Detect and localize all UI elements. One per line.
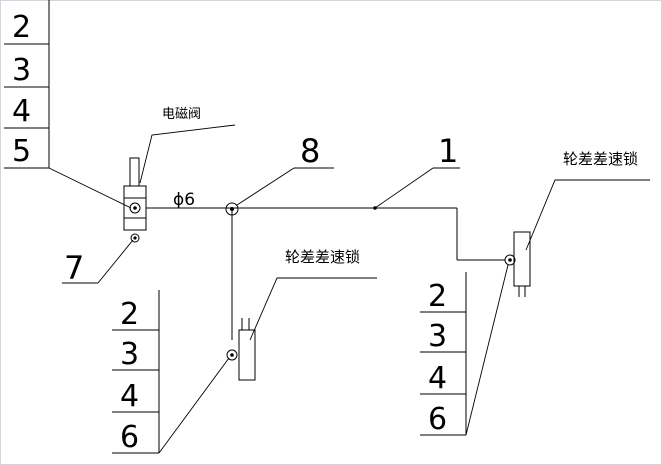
stack-bottom-right-num: 2 <box>428 279 447 314</box>
leader-solenoid-label <box>139 124 236 184</box>
stack-bottom-right-num: 6 <box>428 402 447 437</box>
wheel-lock-middle <box>226 318 256 381</box>
junction-8 <box>225 202 239 216</box>
leader-callout-8 <box>236 167 295 206</box>
wheel-lock-right <box>504 231 531 297</box>
leader-callout-7 <box>97 239 134 284</box>
leader-wheel-lock-middle <box>249 277 377 341</box>
stack-bottom-left-num: 2 <box>120 297 139 332</box>
main-pipe <box>146 207 505 340</box>
stack-bottom-right-num: 3 <box>428 319 447 354</box>
leader-wheel-lock-right <box>525 179 650 251</box>
stack-top-left-num: 3 <box>12 53 31 88</box>
stack-top-left-num: 4 <box>12 94 31 129</box>
callout-1: 1 <box>438 132 458 170</box>
stack-bottom-left-num: 6 <box>120 420 139 455</box>
leader-callout-1 <box>374 167 434 209</box>
leader-stack-to-valve <box>48 167 132 209</box>
callout-7: 7 <box>64 249 84 287</box>
label-wheel-lock-right: 轮差差速锁 <box>563 150 638 168</box>
stack-bottom-left-num: 3 <box>120 337 139 372</box>
label-wheel-lock-middle: 轮差差速锁 <box>285 248 360 266</box>
stack-bottom-left-num: 4 <box>120 379 139 414</box>
leader-stack-bottom-right <box>465 264 509 436</box>
label-solenoid-valve: 电磁阀 <box>162 107 201 122</box>
callout-8: 8 <box>300 132 320 170</box>
stack-bottom-right: 2 3 4 6 <box>420 272 467 437</box>
label-pipe-diameter: ϕ6 <box>173 190 195 210</box>
stack-bottom-left: 2 3 4 6 <box>112 290 160 455</box>
leader-stack-bottom-left <box>158 357 230 454</box>
stack-top-left-num: 5 <box>12 134 31 169</box>
stack-bottom-right-num: 4 <box>428 361 447 396</box>
stack-top-left: 2 3 4 5 <box>4 0 50 169</box>
stack-top-left-num: 2 <box>12 10 31 45</box>
